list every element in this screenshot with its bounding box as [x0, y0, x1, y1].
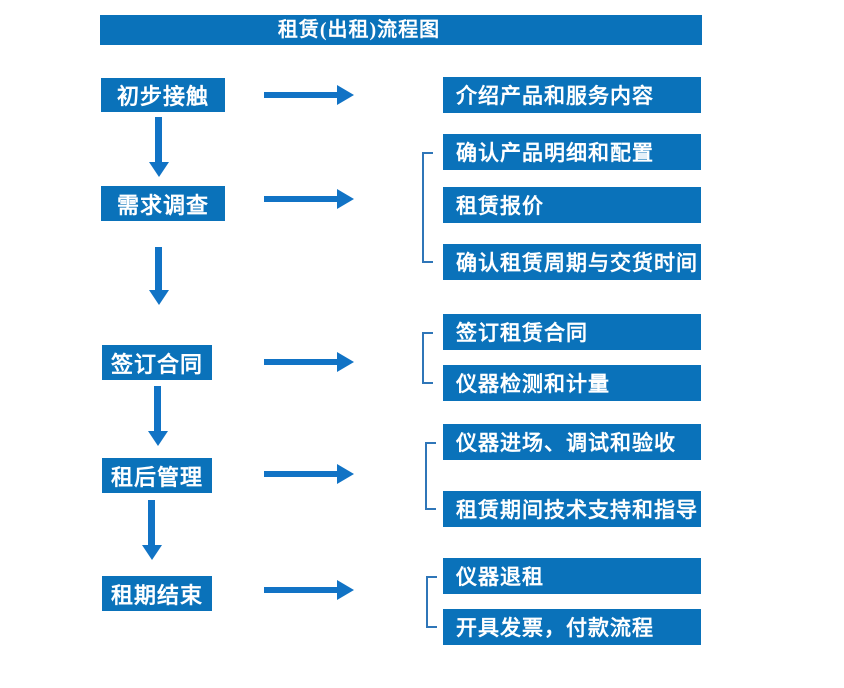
detail-box-confirm-rental-period: 确认租赁周期与交货时间	[443, 244, 701, 280]
step-box-post-rental-management: 租后管理	[102, 458, 212, 493]
arrow-down-4-icon	[148, 500, 155, 545]
step-box-sign-contract: 签订合同	[102, 345, 212, 380]
arrow-down-3-icon	[154, 386, 161, 431]
detail-box-invoice-payment: 开具发票，付款流程	[443, 609, 701, 645]
detail-box-introduce-products: 介绍产品和服务内容	[443, 77, 701, 113]
flowchart-title: 租赁(出租)流程图	[100, 15, 702, 45]
detail-box-sign-rental-contract: 签订租赁合同	[443, 314, 701, 350]
arrow-down-2-icon	[155, 247, 162, 290]
detail-box-tech-support: 租赁期间技术支持和指导	[443, 491, 701, 527]
bracket-group-rental-end	[426, 576, 437, 628]
arrow-right-1-icon	[264, 92, 337, 98]
arrow-right-2-icon	[264, 196, 337, 202]
arrow-right-5-icon	[264, 587, 337, 593]
arrow-right-3-icon	[264, 359, 337, 365]
bracket-group-post-rental	[425, 442, 436, 510]
arrow-down-1-icon	[155, 117, 162, 162]
bracket-group-demand-survey	[422, 152, 433, 263]
detail-box-instrument-testing: 仪器检测和计量	[443, 365, 701, 401]
bracket-group-sign-contract	[422, 332, 433, 384]
step-box-demand-survey: 需求调查	[101, 186, 225, 221]
detail-box-instrument-setup: 仪器进场、调试和验收	[443, 424, 701, 460]
detail-box-instrument-return: 仪器退租	[443, 558, 701, 594]
step-box-initial-contact: 初步接触	[101, 78, 225, 112]
detail-box-rental-quote: 租赁报价	[443, 187, 701, 223]
detail-box-confirm-product-config: 确认产品明细和配置	[443, 134, 701, 170]
step-box-rental-end: 租期结束	[102, 576, 212, 611]
arrow-right-4-icon	[264, 471, 337, 477]
